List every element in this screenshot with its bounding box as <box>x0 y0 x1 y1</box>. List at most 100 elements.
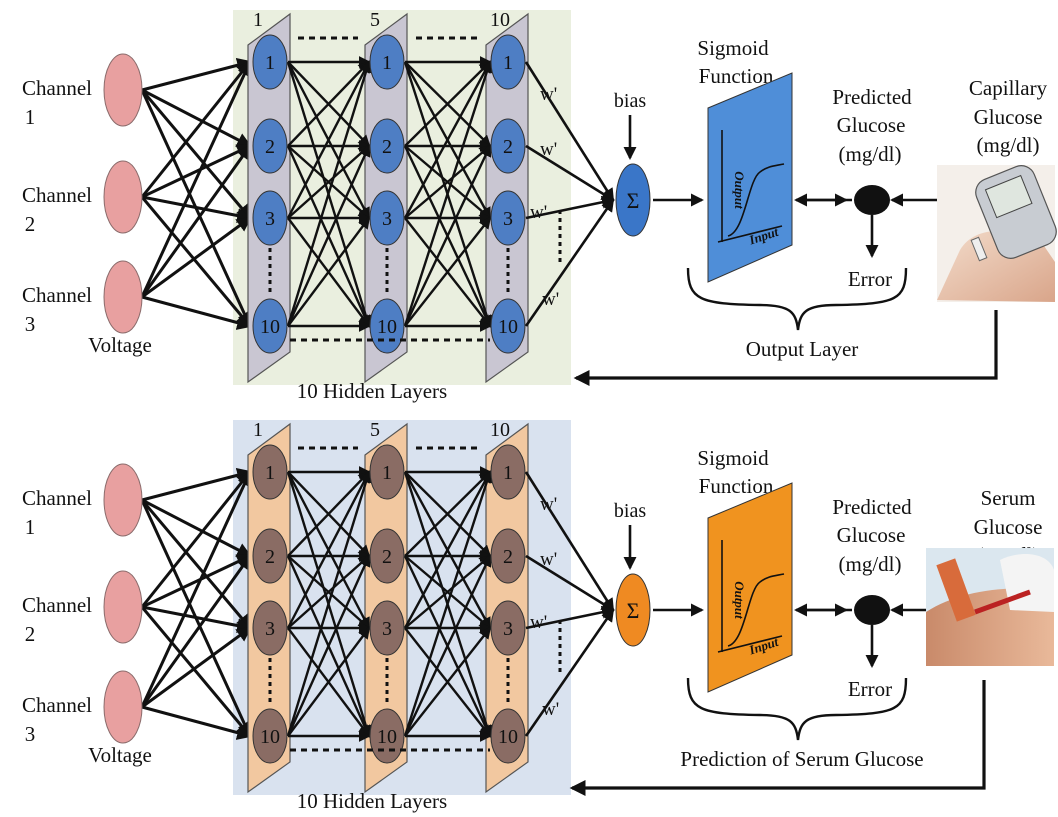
hidden-connections <box>286 466 493 742</box>
predicted-glucose-node <box>854 185 890 215</box>
input-label-channel: Channel <box>22 693 92 717</box>
input-edge <box>141 498 252 558</box>
input-edge <box>141 626 252 709</box>
neuron <box>369 118 405 174</box>
neuron <box>369 190 405 246</box>
hidden-edge <box>286 60 371 219</box>
summation-node <box>615 163 651 237</box>
syringe <box>974 589 1031 615</box>
neuron <box>252 528 288 584</box>
neuron <box>369 600 405 656</box>
input-connections <box>140 467 253 740</box>
neuron-label: 3 <box>382 208 392 230</box>
hidden-connections <box>286 56 493 332</box>
sigmoid-label: Sigmoid <box>697 36 769 60</box>
unit-label: (mg/dl) <box>839 142 902 166</box>
hidden-edge <box>286 554 371 737</box>
neuron-label: 1 <box>265 462 275 484</box>
voltage-label: Voltage <box>88 333 152 357</box>
neuron-label: 2 <box>382 136 392 158</box>
neuron <box>490 34 526 90</box>
sigmoid-function-box <box>707 482 793 693</box>
glucose-label: Glucose <box>837 523 906 547</box>
input-connections <box>140 57 253 330</box>
output-edge <box>525 195 615 220</box>
hidden-edge <box>403 60 493 327</box>
input-edge <box>141 144 253 199</box>
neuron <box>252 118 288 174</box>
neuron <box>252 190 288 246</box>
summation-node <box>615 573 651 647</box>
hidden-edge <box>403 144 492 327</box>
tourniquet <box>936 558 976 622</box>
reference-label-2: Glucose <box>974 105 1043 129</box>
reference-label-1: Capillary <box>969 76 1048 100</box>
glucometer-screen <box>984 174 1033 219</box>
reference-label-3: (mg/dl) <box>977 133 1040 157</box>
sigmoid-x-axis <box>717 225 783 243</box>
input-node-channel-1 <box>103 53 143 127</box>
layer-number: 5 <box>370 419 380 441</box>
input-edge <box>140 606 252 738</box>
input-label-channel: Channel <box>22 283 92 307</box>
hidden-edge <box>403 60 492 219</box>
output-layer-label: Output Layer <box>746 337 859 361</box>
layer-number: 1 <box>253 419 263 441</box>
weight-label: w' <box>542 699 559 720</box>
hidden-edge <box>287 144 371 219</box>
test-strip <box>970 236 988 262</box>
input-edge <box>141 605 253 633</box>
weight-label: w' <box>530 202 547 223</box>
input-edge <box>141 554 253 609</box>
neuron-label: 2 <box>503 546 513 568</box>
neuron-label: 1 <box>382 52 392 74</box>
input-edge <box>141 467 253 502</box>
weight-label: w' <box>540 494 557 515</box>
neuron-label: 10 <box>377 726 397 748</box>
input-label-channel: Channel <box>22 183 92 207</box>
neuron <box>490 118 526 174</box>
input-label-number: 2 <box>25 622 36 646</box>
hidden-edge <box>286 144 371 327</box>
neuron-label: 10 <box>260 316 280 338</box>
sigmoid-curve <box>727 163 785 237</box>
neuron <box>490 708 526 764</box>
hidden-edge <box>287 554 371 629</box>
bias-label: bias <box>614 90 646 112</box>
neuron <box>490 600 526 656</box>
summation-symbol: Σ <box>627 598 640 623</box>
predicted-label: Predicted <box>832 495 912 519</box>
output-connections <box>524 61 615 327</box>
input-label-number: 1 <box>25 515 36 539</box>
output-edge <box>524 198 615 327</box>
input-edge <box>141 57 253 92</box>
output-connections <box>524 471 615 737</box>
layer-number: 10 <box>490 419 510 441</box>
input-edge <box>140 60 252 198</box>
output-edge <box>524 61 615 202</box>
predicted-glucose-node <box>854 595 890 625</box>
input-edge <box>140 59 252 298</box>
neuron-label: 2 <box>382 546 392 568</box>
output-edge <box>525 554 615 612</box>
input-label-number: 3 <box>25 722 36 746</box>
function-label: Function <box>699 64 774 88</box>
input-label-channel: Channel <box>22 593 92 617</box>
reference-label-2: Glucose <box>974 515 1043 539</box>
error-label: Error <box>848 677 892 701</box>
input-node-channel-2 <box>103 160 143 234</box>
layer-number: 10 <box>490 9 510 31</box>
neuron <box>490 298 526 354</box>
input-node-channel-3 <box>103 670 143 744</box>
hidden-edge <box>286 60 372 327</box>
blood-draw-photo-icon <box>926 548 1054 666</box>
neuron-label: 1 <box>503 462 513 484</box>
hidden-edge <box>404 144 492 219</box>
input-edge <box>140 469 252 708</box>
hidden-edge <box>404 470 492 557</box>
input-label-channel: Channel <box>22 76 92 100</box>
